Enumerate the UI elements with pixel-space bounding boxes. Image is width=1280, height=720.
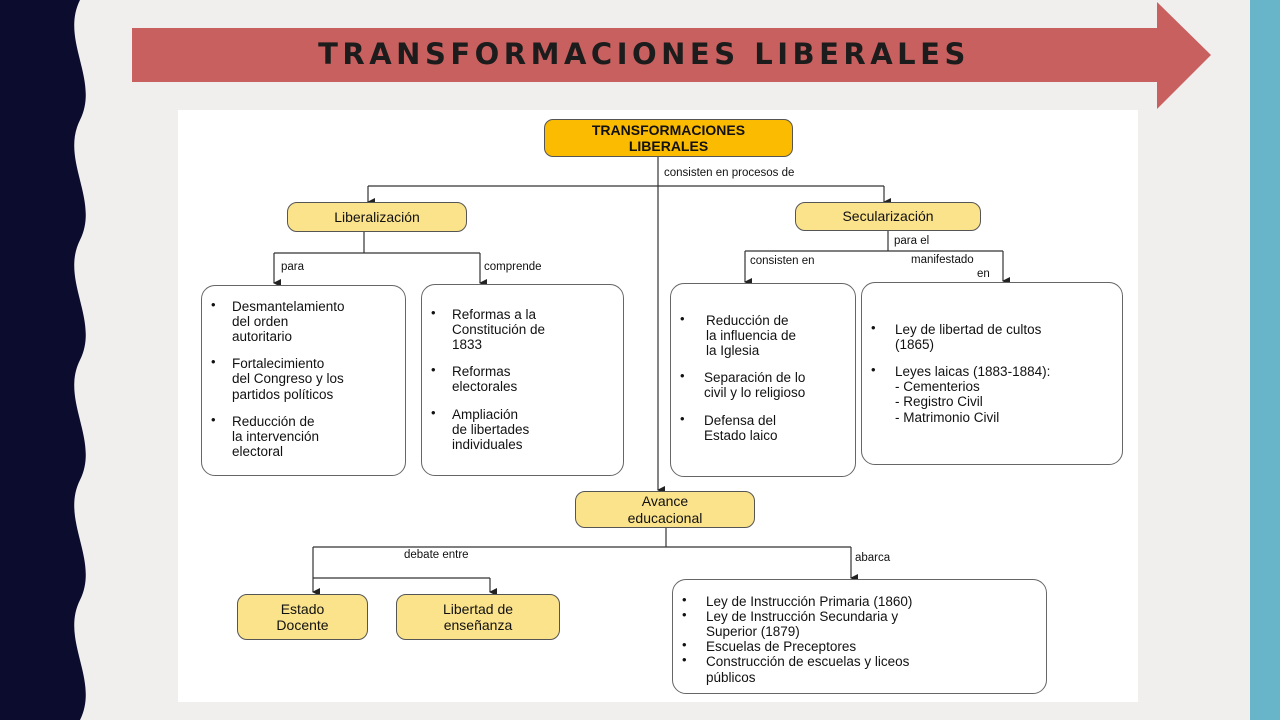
list-item: Ley de Instrucción Primaria (1860) [673, 593, 1046, 609]
avance-line-1: Avance [641, 493, 689, 510]
avance-line-2: educacional [627, 509, 703, 526]
edge-label-consisten-en: consisten en [750, 255, 815, 267]
node-libertad-ensenanza: Libertad de enseñanza [396, 594, 560, 640]
list-item: Ley de libertad de cultos(1865) [862, 321, 1122, 352]
list-item: Construcción de escuelas y liceospúblico… [673, 653, 1046, 684]
root-edge-label: consisten en procesos de [664, 167, 795, 179]
edge-label-manifestado: manifestado [911, 254, 974, 266]
node-secularizacion: Secularización [795, 202, 981, 231]
box-secularizacion-manifestado: Ley de libertad de cultos(1865) Leyes la… [861, 282, 1123, 465]
node-liberalizacion: Liberalización [287, 202, 467, 232]
libertad-line-1: Libertad de [442, 600, 514, 617]
estado-line-1: Estado [280, 600, 325, 617]
title-arrow-shape [132, 2, 1211, 109]
node-estado-docente: Estado Docente [237, 594, 368, 640]
estado-line-2: Docente [276, 617, 329, 633]
libertad-line-2: enseñanza [443, 617, 513, 633]
list-item: Ley de Instrucción Secundaria ySuperior … [673, 608, 1046, 639]
edge-label-debate-entre: debate entre [404, 549, 469, 561]
root-node: TRANSFORMACIONES LIBERALES [544, 119, 793, 157]
root-line-1: TRANSFORMACIONES [591, 121, 746, 138]
root-line-2: LIBERALES [628, 138, 709, 154]
list-item: Escuelas de Preceptores [673, 638, 1046, 654]
edge-label-para-el: para el [894, 235, 930, 247]
box-avance-abarca: Ley de Instrucción Primaria (1860) Ley d… [672, 579, 1047, 694]
list-item: Leyes laicas (1883-1884): - Cementerios … [862, 363, 1122, 424]
node-avance-educacional: Avance educacional [575, 491, 755, 528]
edge-label-abarca: abarca [855, 552, 891, 564]
left-wave-band [0, 0, 86, 720]
right-accent-bar [1250, 0, 1280, 720]
slide-title: TRANSFORMACIONES LIBERALES [318, 37, 970, 71]
edge-label-para: para [281, 261, 305, 273]
edge-label-en: en [977, 268, 990, 280]
edge-label-comprende: comprende [484, 261, 542, 273]
